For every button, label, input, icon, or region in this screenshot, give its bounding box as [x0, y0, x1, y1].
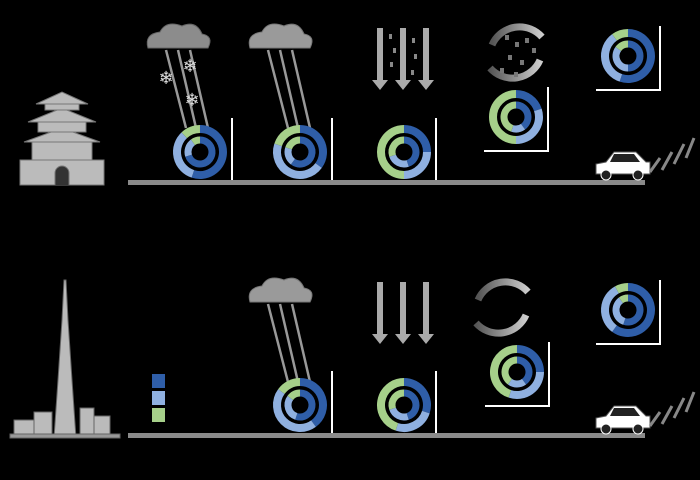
outer-ring-segment-dark-blue	[191, 125, 227, 179]
donut-frame	[485, 342, 550, 407]
svg-text:❄: ❄	[182, 56, 197, 77]
outer-ring-segment-light-blue	[508, 371, 544, 399]
inner-ring-segment-dark-blue	[515, 101, 532, 130]
deposition-arrows-icon	[372, 28, 434, 90]
inner-ring-segment-light-blue	[389, 407, 409, 421]
inner-ring-segment-green	[388, 136, 405, 157]
car-exhaust-icon	[595, 137, 696, 181]
inner-ring-segment-dark-blue	[627, 40, 644, 72]
inner-ring-segment-green	[285, 136, 301, 150]
outer-ring-segment-dark-blue	[515, 90, 542, 112]
legend-swatch-light-blue	[152, 391, 165, 405]
outer-ring-segment-dark-blue	[612, 283, 655, 337]
car-exhaust-icon	[595, 391, 696, 435]
outer-ring-segment-light-blue	[173, 132, 195, 178]
donut-frame	[596, 26, 661, 91]
outer-ring-segment-light-blue	[273, 143, 322, 179]
outer-ring-segment-light-blue	[515, 108, 543, 144]
rain-cloud-icon	[248, 23, 313, 129]
ring-separator	[610, 38, 646, 74]
outer-ring-segment-green	[490, 345, 518, 398]
inner-ring-segment-green	[615, 40, 629, 52]
outer-ring-segment-light-blue	[395, 410, 430, 432]
ground-line-bottom	[128, 433, 645, 438]
inner-ring-segment-dark-blue	[403, 136, 420, 167]
donut-charts	[173, 26, 661, 433]
inner-ring-segment-light-blue	[507, 378, 527, 388]
legend	[152, 374, 165, 422]
outer-ring-segment-green	[274, 125, 301, 147]
ring-separator	[182, 134, 218, 170]
outer-ring-segment-light-blue	[601, 286, 620, 332]
outer-ring-segment-green	[377, 125, 405, 179]
snow-cloud-icon: ❄ ❄ ❄	[146, 23, 211, 129]
outer-ring-segment-green	[489, 90, 517, 144]
inner-ring-segment-light-blue	[511, 123, 526, 133]
outer-ring-segment-dark-blue	[299, 378, 327, 427]
outer-ring-segment-light-blue	[403, 151, 431, 179]
outer-ring-segment-green	[614, 283, 629, 294]
outer-ring-segment-light-blue	[601, 34, 623, 82]
ring-separator	[282, 134, 318, 170]
cycle-arrows-icon	[487, 23, 545, 82]
inner-ring-segment-dark-blue	[185, 136, 216, 168]
outer-ring-segment-dark-blue	[403, 125, 431, 153]
ring-separator	[499, 354, 535, 390]
inner-ring-segment-dark-blue	[403, 389, 420, 420]
inner-ring-segment-light-blue	[612, 297, 626, 325]
rain-cloud-icon	[248, 277, 313, 383]
inner-ring-segment-light-blue	[612, 46, 629, 72]
inner-ring-segment-light-blue	[284, 147, 296, 165]
inner-ring-segment-green	[618, 294, 629, 304]
outer-ring-segment-dark-blue	[403, 378, 431, 414]
ring-separator	[610, 292, 646, 328]
ground-line-top	[128, 180, 645, 185]
inner-ring-segment-green	[287, 389, 301, 401]
outer-ring-segment-green	[377, 378, 405, 431]
inner-ring-segment-light-blue	[389, 154, 409, 168]
inner-ring-segment-dark-blue	[290, 136, 316, 168]
inner-ring-segment-dark-blue	[295, 389, 316, 421]
ring-separator	[386, 387, 422, 423]
deposition-arrows-icon	[372, 282, 434, 344]
legend-swatch-green	[152, 408, 165, 422]
svg-text:❄: ❄	[184, 90, 199, 111]
outer-ring-segment-dark-blue	[619, 29, 655, 83]
legend-swatch-dark-blue	[152, 374, 165, 388]
outer-ring-segment-dark-blue	[299, 125, 327, 168]
outer-ring-segment-dark-blue	[516, 345, 544, 373]
outer-ring-segment-green	[278, 378, 301, 395]
outer-ring-segment-green	[181, 125, 201, 139]
svg-text:❄: ❄	[158, 68, 173, 89]
inner-ring-segment-light-blue	[284, 395, 298, 420]
ring-separator	[498, 99, 534, 135]
cycle-arrows-icon	[473, 278, 531, 337]
ring-separator	[386, 134, 422, 170]
inner-ring-segment-dark-blue	[623, 294, 644, 326]
inner-ring-segment-green	[190, 136, 201, 146]
inner-ring-segment-green	[501, 356, 518, 385]
ring-separator	[282, 387, 318, 423]
donut-frame	[484, 87, 549, 152]
inner-ring-segment-green	[388, 389, 405, 410]
donut-frame	[596, 280, 661, 345]
canton-tower-icon	[9, 279, 121, 439]
drum-tower-icon	[19, 91, 105, 186]
outer-ring-segment-green	[612, 29, 629, 41]
inner-ring-segment-light-blue	[184, 139, 196, 157]
inner-ring-segment-green	[500, 101, 517, 132]
outer-ring-segment-light-blue	[273, 389, 316, 432]
inner-ring-segment-dark-blue	[516, 356, 533, 385]
